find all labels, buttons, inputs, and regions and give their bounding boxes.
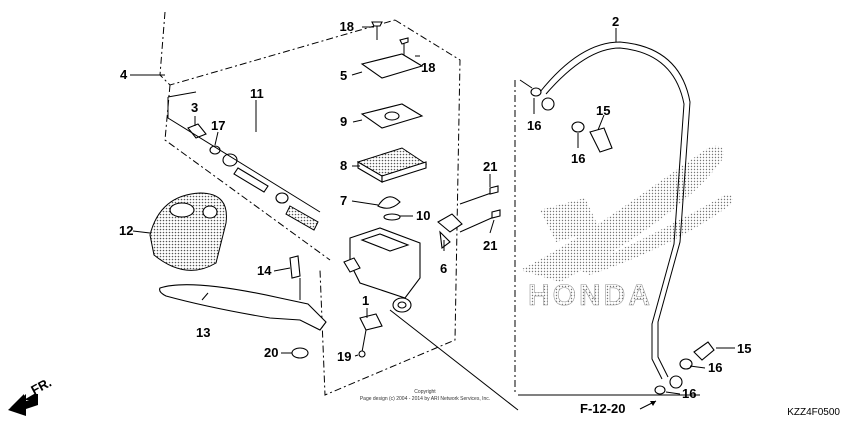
callout-9: 9 [340, 114, 347, 129]
callout-7: 7 [340, 193, 347, 208]
callout-2: 2 [612, 14, 619, 29]
callout-18-top: 18 [340, 19, 354, 34]
callout-20: 20 [264, 345, 278, 360]
callout-13: 12 [119, 223, 133, 238]
callout-15-top: 15 [596, 103, 610, 118]
callout-10: 10 [416, 208, 430, 223]
callout-6: 6 [440, 261, 447, 276]
callout-4: 4 [120, 67, 128, 82]
callout-21-bottom: 21 [483, 238, 497, 253]
callout-16-bottom: 16 [682, 386, 696, 401]
callout-12: 13 [196, 325, 210, 340]
callout-14: 14 [257, 263, 272, 278]
callout-16-mid: 16 [571, 151, 585, 166]
callout-16-lower: 16 [708, 360, 722, 375]
lever-cover-part [149, 192, 227, 271]
diagram-code: KZZ4F0500 [787, 407, 840, 418]
callout-17: 17 [211, 118, 225, 133]
callout-18-right: 18 [421, 60, 435, 75]
callout-11: 11 [250, 86, 264, 101]
brake-hose-part [530, 41, 715, 395]
callout-5: 5 [340, 68, 347, 83]
honda-watermark-text: HONDA [528, 279, 653, 312]
leader-lines [132, 26, 735, 411]
honda-wing-watermark: HONDA [520, 145, 733, 312]
reservoir-cap-parts [356, 21, 428, 221]
callout-21-top: 21 [483, 159, 497, 174]
copyright-line-2: Page design (c) 2004 - 2014 by ARI Netwo… [360, 396, 490, 402]
callout-16-left: 16 [527, 118, 541, 133]
callout-15-bottom: 15 [737, 341, 751, 356]
callout-3: 3 [191, 100, 198, 115]
callout-labels: 18 18 5 9 8 7 10 4 3 11 17 12 13 14 20 1… [119, 14, 751, 401]
callout-8: 8 [340, 158, 347, 173]
front-arrow-icon: FR. [8, 375, 54, 416]
front-label: FR. [28, 375, 54, 398]
master-cylinder-body [343, 185, 501, 358]
brake-lever-part [159, 255, 327, 359]
cross-reference-label: F-12-20 [580, 401, 626, 416]
copyright-line-1: Copyright [414, 389, 436, 395]
callout-1: 1 [362, 293, 369, 308]
callout-19: 19 [337, 349, 351, 364]
